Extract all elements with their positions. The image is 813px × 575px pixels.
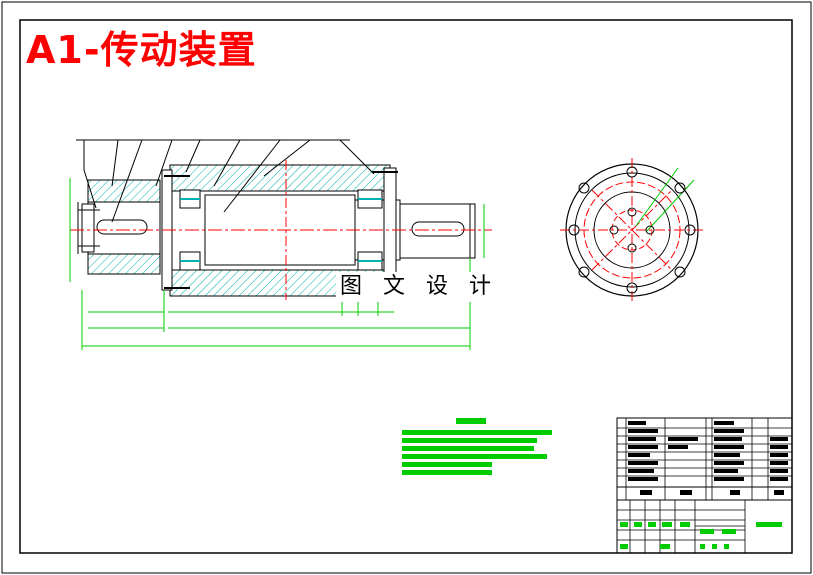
inner-border: [19, 19, 793, 554]
coupling-hub: [81, 203, 95, 253]
drawing-title: A1-传动装置: [26, 28, 257, 72]
end-view: [560, 158, 704, 302]
leader-lines: [76, 139, 375, 223]
housing-top: [169, 164, 391, 192]
section-view: [69, 139, 492, 350]
title-block: [616, 417, 793, 554]
technical-notes: [402, 418, 552, 475]
key-left: [96, 219, 148, 235]
dimension-lines: [69, 178, 485, 350]
key-right: [411, 221, 465, 237]
watermark-text: 图 文 设 计: [336, 272, 491, 302]
